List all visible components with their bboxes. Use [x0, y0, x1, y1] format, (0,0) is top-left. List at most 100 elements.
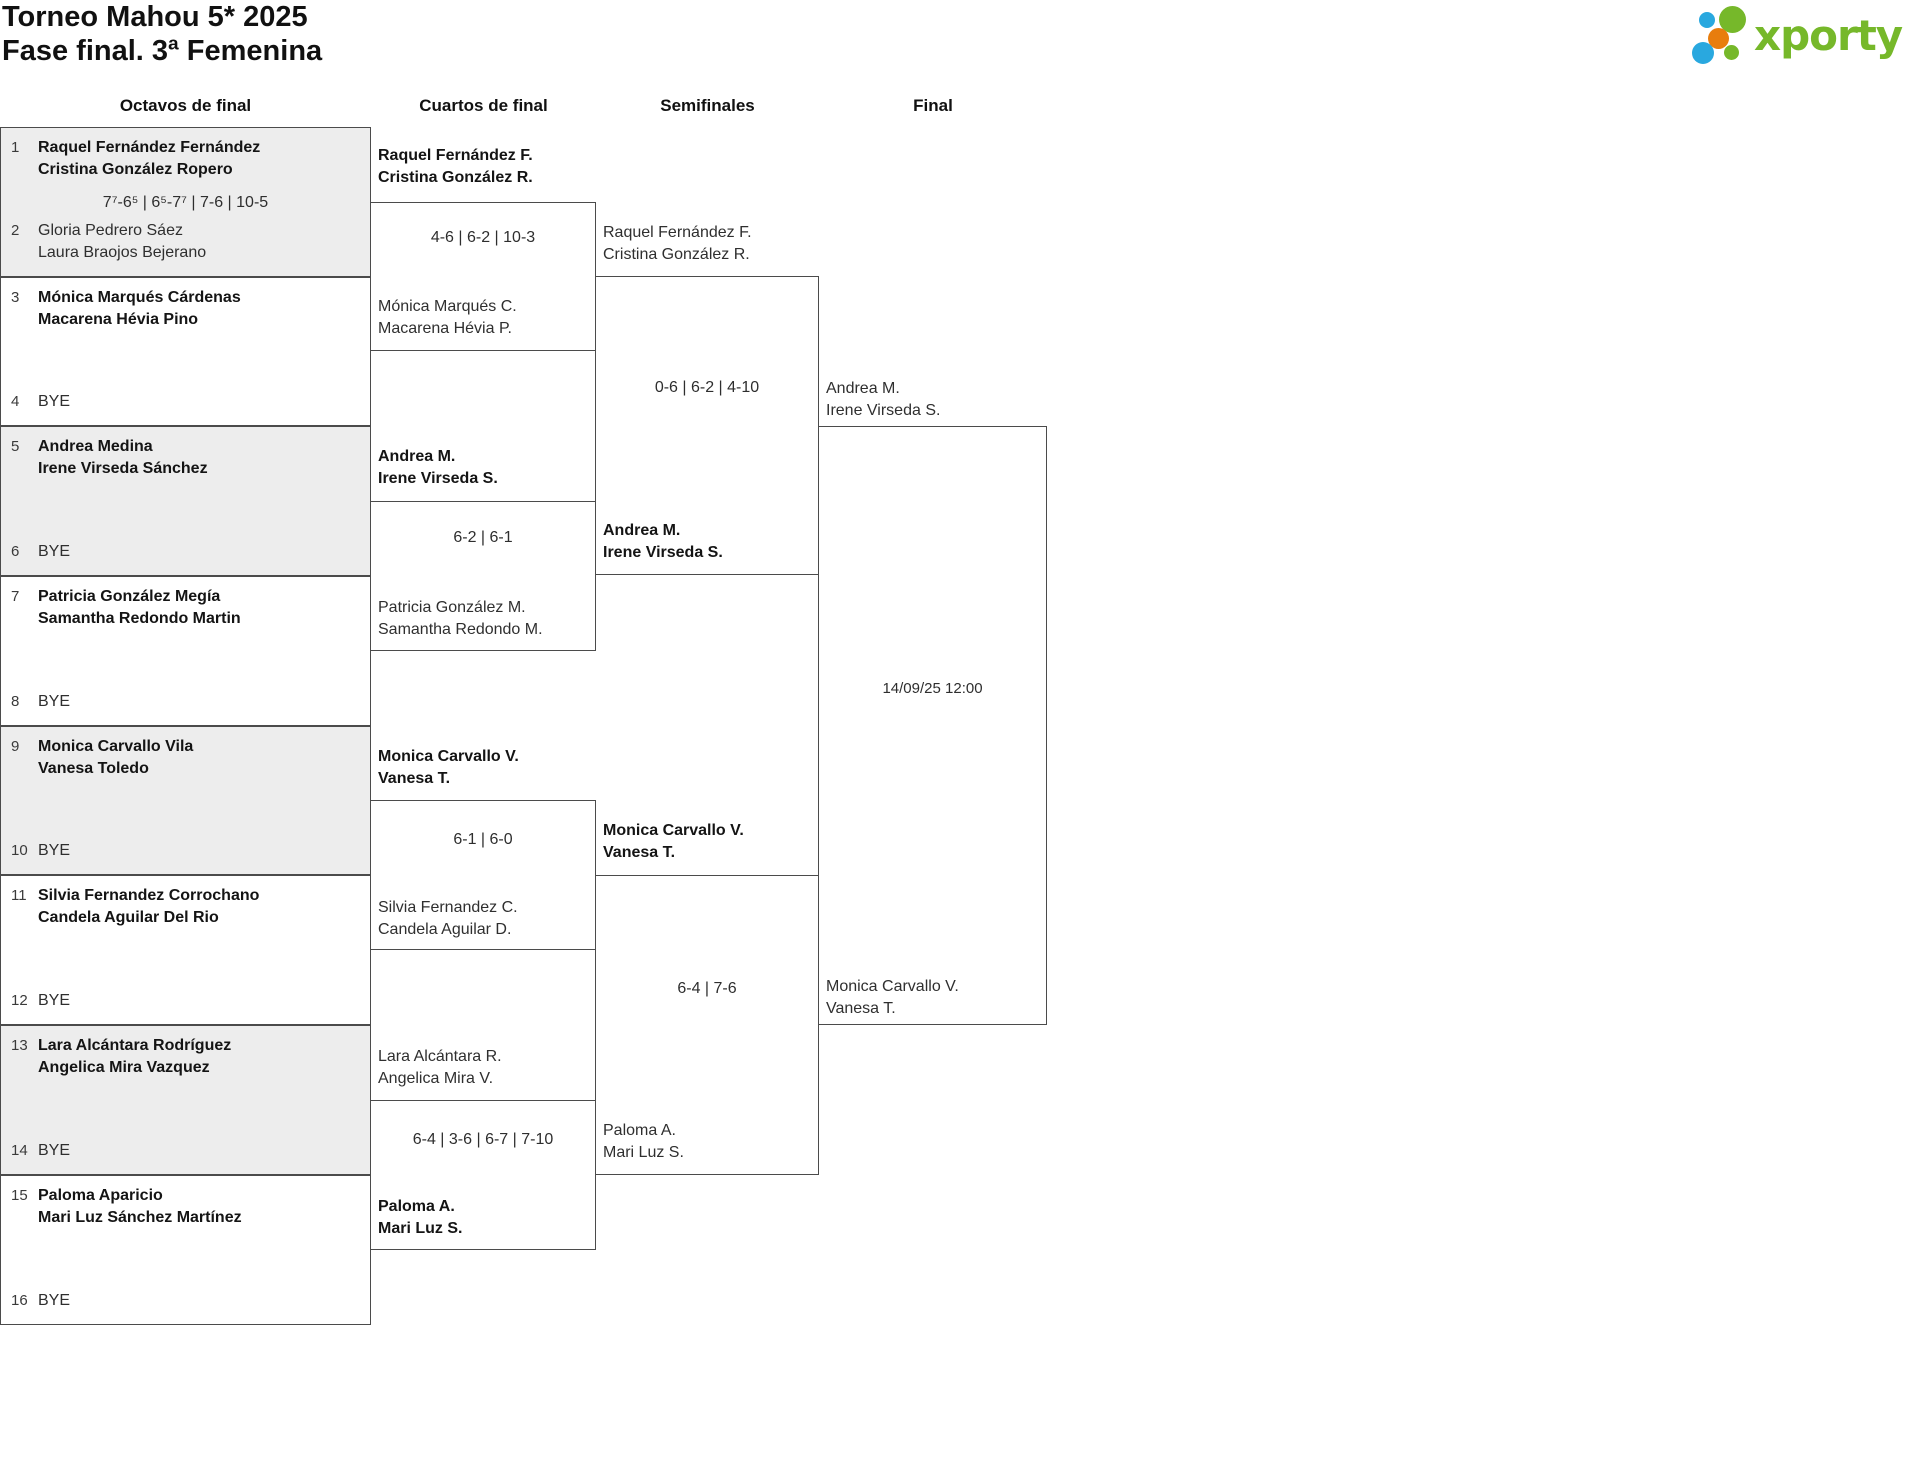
seed-number: 16	[11, 1292, 28, 1309]
sf-match-1[interactable]	[595, 276, 819, 575]
player-name: Vanesa T.	[826, 1000, 896, 1017]
r16-match-4[interactable]: 7 Patricia González Megía Samantha Redon…	[0, 576, 371, 726]
team-name: BYE	[38, 1140, 70, 1162]
r16-match-2[interactable]: 3 Mónica Marqués Cárdenas Macarena Hévia…	[0, 277, 371, 426]
team-name: BYE	[38, 1290, 70, 1312]
seed-number: 11	[11, 887, 27, 904]
qf4-bottom-team: Paloma A. Mari Luz S.	[378, 1196, 462, 1240]
page-title: Torneo Mahou 5* 2025 Fase final. 3ª Feme…	[2, 0, 322, 68]
r16-m1-top-team: 1 Raquel Fernández Fernández Cristina Go…	[11, 137, 260, 181]
sf2-top-team: Monica Carvallo V. Vanesa T.	[603, 820, 744, 864]
player-name: Candela Aguilar Del Rio	[38, 909, 219, 926]
bye-label: BYE	[38, 1292, 71, 1309]
final-bottom-team: Monica Carvallo V. Vanesa T.	[826, 976, 959, 1020]
team-name: Raquel Fernández Fernández Cristina Gonz…	[38, 137, 260, 181]
sf-match-2[interactable]	[595, 875, 819, 1175]
bye-label: BYE	[38, 543, 71, 560]
team-name: Monica Carvallo Vila Vanesa Toledo	[38, 736, 193, 780]
r16-match-3[interactable]: 5 Andrea Medina Irene Virseda Sánchez 6 …	[0, 426, 371, 576]
player-name: Vanesa Toledo	[38, 760, 149, 777]
player-name: Mónica Marqués Cárdenas	[38, 289, 241, 306]
qf-match-4[interactable]	[370, 1100, 596, 1250]
seed-number: 13	[11, 1037, 28, 1054]
r16-m6-bottom-team: 12 BYE	[11, 990, 70, 1012]
player-name: Vanesa T.	[378, 770, 451, 787]
r16-m1-bottom-team: 2 Gloria Pedrero Sáez Laura Braojos Beje…	[11, 220, 206, 264]
r16-m5-bottom-team: 10 BYE	[11, 840, 70, 862]
qf-match-2[interactable]	[370, 501, 596, 651]
qf4-top-team: Lara Alcántara R. Angelica Mira V.	[378, 1046, 502, 1090]
r16-m8-bottom-team: 16 BYE	[11, 1290, 70, 1312]
round-header-cuartos: Cuartos de final	[419, 96, 548, 115]
final-schedule: 14/09/25 12:00	[882, 680, 983, 697]
player-name: Samantha Redondo M.	[378, 621, 543, 638]
player-name: Lara Alcántara Rodríguez	[38, 1037, 232, 1054]
seed-number: 9	[11, 738, 20, 755]
team-name: Mónica Marqués Cárdenas Macarena Hévia P…	[38, 287, 241, 331]
player-name: Irene Virseda S.	[603, 544, 723, 561]
r16-match-8[interactable]: 15 Paloma Aparicio Mari Luz Sánchez Mart…	[0, 1175, 371, 1325]
final-top-team: Andrea M. Irene Virseda S.	[826, 378, 940, 422]
player-name: Mari Luz S.	[378, 1220, 463, 1237]
bye-label: BYE	[38, 992, 71, 1009]
final-match[interactable]	[818, 426, 1047, 1025]
player-name: Candela Aguilar D.	[378, 921, 512, 938]
player-name: Samantha Redondo Martin	[38, 610, 241, 627]
logo-dot-blue-big	[1692, 42, 1714, 64]
player-name: Paloma A.	[378, 1198, 455, 1215]
logo-dot-blue-small	[1699, 12, 1715, 28]
seed-number: 1	[11, 139, 20, 156]
player-name: Andrea M.	[603, 522, 681, 539]
player-name: Patricia González M.	[378, 599, 526, 616]
player-name: Cristina González Ropero	[38, 161, 233, 178]
r16-m3-bottom-team: 6 BYE	[11, 541, 70, 563]
player-name: Irene Virseda S.	[826, 402, 941, 419]
team-name: Lara Alcántara Rodríguez Angelica Mira V…	[38, 1035, 231, 1079]
r16-m3-top-team: 5 Andrea Medina Irene Virseda Sánchez	[11, 436, 208, 480]
team-name: Paloma Aparicio Mari Luz Sánchez Martíne…	[38, 1185, 242, 1229]
player-name: Raquel Fernández F.	[378, 147, 533, 164]
qf3-top-team: Monica Carvallo V. Vanesa T.	[378, 746, 519, 790]
player-name: Vanesa T.	[603, 844, 676, 861]
player-name: Monica Carvallo V.	[603, 822, 744, 839]
bye-label: BYE	[38, 1142, 71, 1159]
qf1-top-team: Raquel Fernández F. Cristina González R.	[378, 145, 533, 189]
xporty-logo[interactable]: xporty	[1690, 4, 1903, 66]
player-name: Paloma Aparicio	[38, 1187, 163, 1204]
qf1-score: 4-6 | 6-2 | 10-3	[430, 229, 536, 246]
sf1-bottom-team: Andrea M. Irene Virseda S.	[603, 520, 723, 564]
tournament-subtitle: Fase final. 3ª Femenina	[2, 35, 323, 67]
team-name: Andrea Medina Irene Virseda Sánchez	[38, 436, 208, 480]
sf1-top-team: Raquel Fernández F. Cristina González R.	[603, 222, 752, 266]
player-name: Mari Luz S.	[603, 1144, 684, 1161]
player-name: Macarena Hévia Pino	[38, 311, 199, 328]
seed-number: 15	[11, 1187, 28, 1204]
r16-m5-top-team: 9 Monica Carvallo Vila Vanesa Toledo	[11, 736, 193, 780]
bye-label: BYE	[38, 693, 71, 710]
r16-match-7[interactable]: 13 Lara Alcántara Rodríguez Angelica Mir…	[0, 1025, 371, 1175]
seed-number: 6	[11, 543, 20, 560]
team-name: Gloria Pedrero Sáez Laura Braojos Bejera…	[38, 220, 206, 264]
r16-match-1[interactable]: 1 Raquel Fernández Fernández Cristina Go…	[0, 127, 371, 277]
sf2-score: 6-4 | 7-6	[677, 980, 737, 997]
r16-m4-top-team: 7 Patricia González Megía Samantha Redon…	[11, 586, 241, 630]
tournament-title: Torneo Mahou 5* 2025	[2, 1, 308, 33]
player-name: Mari Luz Sánchez Martínez	[38, 1209, 242, 1226]
round-header-semifinales: Semifinales	[660, 96, 755, 115]
r16-m2-bottom-team: 4 BYE	[11, 391, 70, 413]
player-name: Silvia Fernandez C.	[378, 899, 518, 916]
seed-number: 14	[11, 1142, 28, 1159]
player-name: Angelica Mira Vazquez	[38, 1059, 210, 1076]
r16-match-6[interactable]: 11 Silvia Fernandez Corrochano Candela A…	[0, 875, 371, 1025]
seed-number: 8	[11, 693, 20, 710]
player-name: Andrea M.	[826, 380, 900, 397]
seed-number: 7	[11, 588, 20, 605]
r16-match-5[interactable]: 9 Monica Carvallo Vila Vanesa Toledo 10 …	[0, 726, 371, 875]
player-name: Monica Carvallo V.	[826, 978, 959, 995]
sf1-score: 0-6 | 6-2 | 4-10	[654, 379, 760, 396]
round-header-final: Final	[913, 96, 953, 115]
player-name: Andrea M.	[378, 448, 456, 465]
player-name: Andrea Medina	[38, 438, 153, 455]
team-name: Patricia González Megía Samantha Redondo…	[38, 586, 241, 630]
